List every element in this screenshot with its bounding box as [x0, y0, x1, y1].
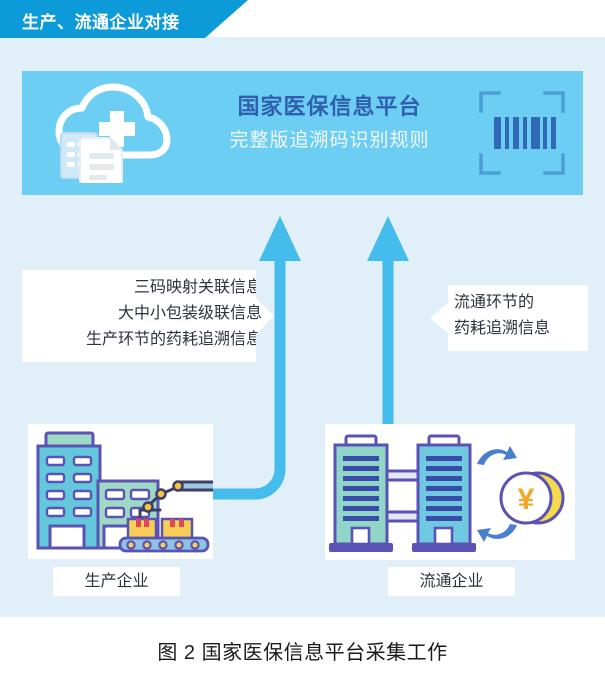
platform-subtitle: 完整版追溯码识别规则 [229, 129, 430, 151]
platform-text-block: 国家医保信息平台 完整版追溯码识别规则 [197, 93, 462, 152]
factory-buildings-robot-conveyor-icon [36, 431, 222, 553]
callout-line: 大中小包装级联信息 [117, 305, 262, 322]
callout-line: 药耗追溯信息 [454, 320, 551, 337]
platform-title: 国家医保信息平台 [237, 94, 422, 119]
cloud-documents-medical-icon [47, 83, 172, 185]
production-scene-card [28, 424, 222, 559]
section-header-ribbon [0, 0, 248, 38]
figure-caption: 图 2 国家医保信息平台采集工作 [157, 642, 448, 664]
production-flow-callout: 三码映射关联信息 大中小包装级联信息 生产环节的药耗追溯信息 [22, 270, 274, 362]
entity-label-production: 生产企业 [53, 567, 180, 596]
barcode-scan-icon [477, 89, 567, 177]
distribution-scene-card: ¥ [325, 424, 575, 560]
entity-label-distribution: 流通企业 [388, 567, 515, 596]
straight-up-arrow-icon [358, 216, 418, 451]
callout-line: 三码映射关联信息 [133, 279, 262, 296]
distribution-flow-callout: 流通环节的 药耗追溯信息 [430, 285, 588, 351]
national-platform-panel: 国家医保信息平台 完整版追溯码识别规则 [22, 71, 583, 195]
svg-text:¥: ¥ [518, 483, 535, 516]
callout-line: 生产环节的药耗追溯信息 [85, 331, 262, 348]
section-header-label: 生产、流通企业对接 [22, 13, 180, 32]
callout-line: 流通环节的 [454, 294, 535, 311]
curved-up-arrow-icon [150, 216, 315, 506]
office-towers-money-exchange-icon: ¥ [329, 434, 565, 552]
